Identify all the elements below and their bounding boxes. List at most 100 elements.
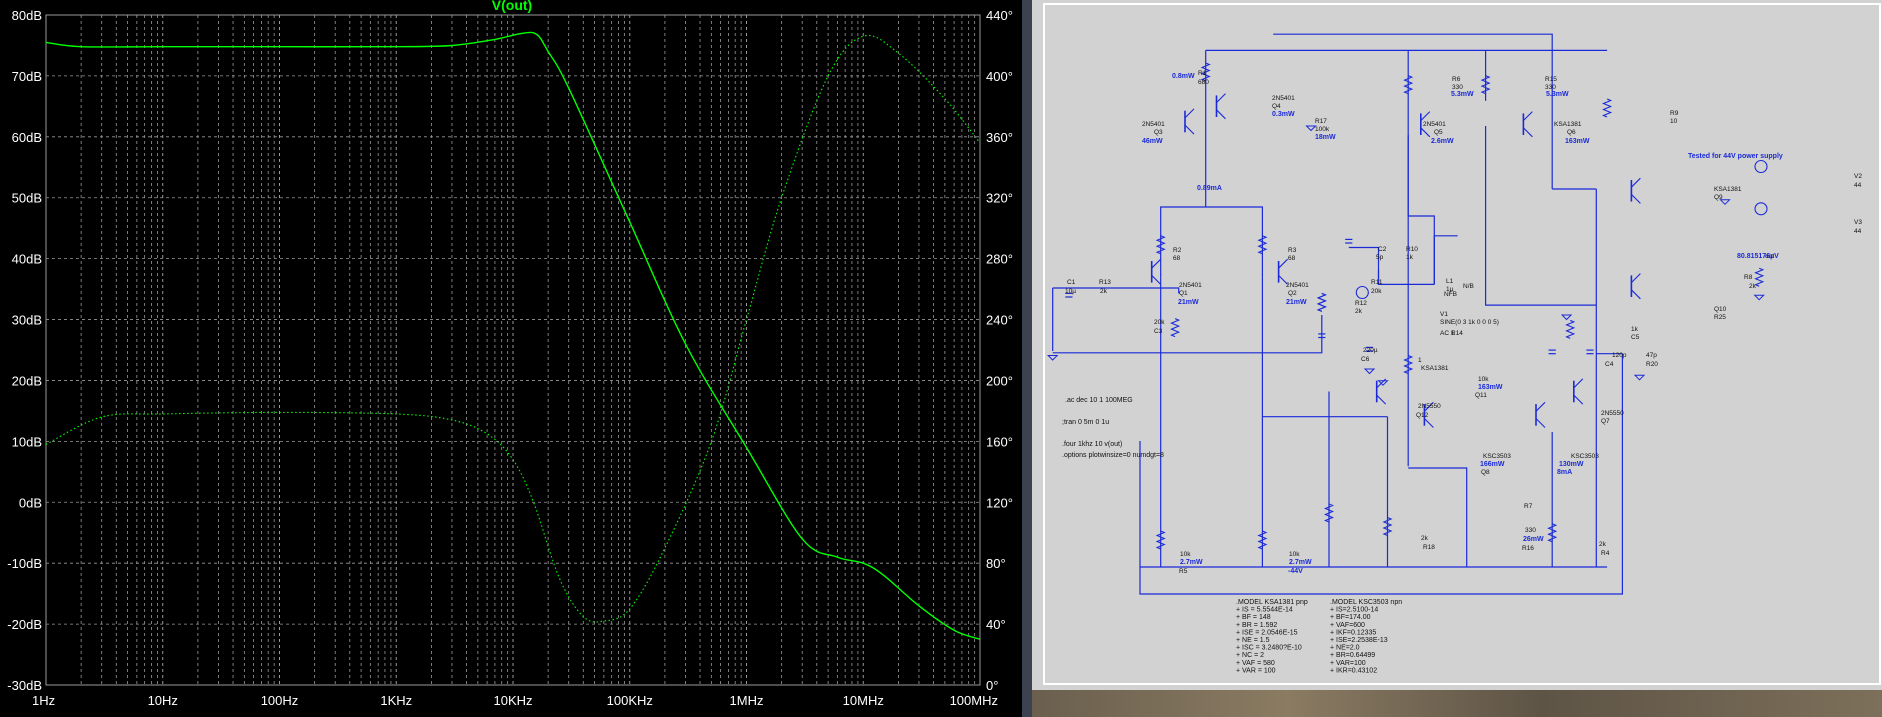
model-npn-line[interactable]: + IKF=0.12335 [1330, 629, 1376, 636]
resistor-symbol[interactable] [1602, 98, 1613, 118]
model-npn-line[interactable]: + ISE=2.2538E-13 [1330, 637, 1388, 644]
schematic-border [1043, 3, 1881, 685]
schematic-label: 10k [1180, 551, 1191, 558]
schematic-label: 5.3mW [1451, 91, 1474, 98]
model-npn-line[interactable]: + IKR=0.43102 [1330, 667, 1377, 674]
schematic-label: R5 [1179, 568, 1188, 575]
magnitude-trace[interactable] [45, 31, 981, 640]
right-axis-tick: 160° [986, 434, 1013, 449]
schematic-label: R10 [1406, 246, 1418, 253]
schematic-label: KSA1381 [1554, 121, 1582, 128]
resistor-symbol[interactable] [1155, 530, 1166, 550]
schematic-label: R2 [1173, 247, 1182, 254]
schematic-label: R13 [1099, 279, 1111, 286]
resistor-symbol[interactable] [1323, 503, 1335, 523]
model-npn-line[interactable]: + BR=0.64499 [1330, 652, 1375, 659]
left-axis-tick: -20dB [7, 617, 42, 632]
x-axis-tick: 100MHz [950, 693, 998, 708]
schematic-label: 68 [1288, 255, 1296, 262]
model-pnp-line[interactable]: + IS = 5.5544E-14 [1236, 607, 1293, 614]
resistor-symbol[interactable] [1155, 235, 1166, 255]
plot-title[interactable]: V(out) [492, 0, 532, 13]
model-pnp-line[interactable]: + NC = 2 [1236, 652, 1264, 659]
resistor-symbol[interactable] [1565, 319, 1576, 339]
ground-symbol [1305, 125, 1317, 132]
v2-source[interactable] [1754, 159, 1768, 174]
schematic-label: R6 [1452, 76, 1461, 83]
schematic-label: 2N5550 [1418, 403, 1441, 410]
resistor-symbol[interactable] [1403, 75, 1414, 95]
spice-directive[interactable]: .four 1khz 10 v(out) [1062, 441, 1122, 448]
schematic-label: R4 [1601, 550, 1610, 557]
resistor-symbol[interactable] [1200, 62, 1211, 82]
v1-source[interactable] [1355, 285, 1369, 300]
schematic-label: 2N5401 [1142, 121, 1165, 128]
right-axis-tick: 280° [986, 252, 1013, 267]
spice-directive[interactable]: .ac dec 10 1 100MEG [1065, 397, 1133, 404]
model-npn-line[interactable]: .MODEL KSC3503 npn [1330, 599, 1402, 606]
schematic-label: L1 [1446, 278, 1454, 285]
spice-directive[interactable]: ;tran 0 5m 0 1u [1062, 419, 1109, 426]
q5-transistor-emitter [1420, 127, 1431, 138]
right-axis-tick: 80° [986, 556, 1006, 571]
resistor-symbol[interactable] [1316, 292, 1327, 312]
schematic-label: 2k [1100, 288, 1108, 295]
model-pnp-line[interactable]: + ISC = 3.2480?E-10 [1236, 645, 1302, 652]
schematic-parts [1046, 62, 1768, 550]
resistor-symbol[interactable] [1480, 75, 1491, 95]
model-npn-line[interactable]: + VAR=100 [1330, 660, 1366, 667]
x-axis-tick: 100Hz [261, 693, 299, 708]
v3-source[interactable] [1754, 202, 1768, 216]
schematic-label: R14 [1451, 330, 1463, 337]
schematic-label: 1k [1406, 254, 1414, 261]
pane-splitter[interactable] [1022, 0, 1032, 717]
spice-directive[interactable]: .options plotwinsize=0 numdgt=8 [1062, 452, 1164, 459]
schematic-label: R18 [1423, 544, 1435, 551]
spice-directives[interactable]: .ac dec 10 1 100MEG ;tran 0 5m 0 1u .four … [1062, 397, 1164, 459]
resistor-symbol[interactable] [1257, 235, 1268, 255]
model-npn-line[interactable]: + BF=174.00 [1330, 614, 1371, 621]
model-pnp-line[interactable]: + ISE = 2.0546E-15 [1236, 629, 1298, 636]
x-axis-tick: 10KHz [493, 693, 532, 708]
schematic-label: 0.8mW [1172, 73, 1195, 80]
model-pnp-line[interactable]: + VAR = 100 [1236, 667, 1276, 674]
schematic-label: KSC3503 [1571, 453, 1599, 460]
schematic-label: 2.7mW [1180, 559, 1203, 566]
schematic-label: out [1765, 253, 1774, 260]
model-npn-line[interactable]: + NE=2.0 [1330, 645, 1360, 652]
bode-plot[interactable]: V(out) 80dB70dB60dB50dB40dB30dB20dB10dB0… [0, 0, 1022, 717]
right-axis-tick: 0° [986, 678, 998, 693]
spice-models[interactable]: .MODEL KSA1381 pnp+ IS = 5.5544E-14+ BF … [1236, 599, 1402, 674]
schematic-label: SINE(0 3 1k 0 0 0 5) [1440, 319, 1499, 326]
left-axis-tick: 20dB [12, 373, 42, 388]
left-axis-tick: -10dB [7, 556, 42, 571]
x-axis-tick: 1Hz [32, 693, 55, 708]
model-pnp-line[interactable]: + NE = 1.5 [1236, 637, 1270, 644]
resistor-symbol[interactable] [1547, 523, 1558, 543]
model-npn-line[interactable]: + VAF=600 [1330, 622, 1365, 629]
schematic-label: Q6 [1567, 129, 1576, 136]
model-pnp-line[interactable]: .MODEL KSA1381 pnp [1236, 599, 1308, 606]
schematic-label: 2N5550 [1601, 410, 1624, 417]
schematic-label: 0.89mA [1197, 185, 1222, 192]
resistor-symbol[interactable] [1382, 516, 1393, 537]
schematic-label: 120p [1612, 352, 1627, 359]
phase-trace[interactable] [45, 34, 981, 623]
wire [1433, 235, 1458, 285]
model-pnp-line[interactable]: + BR = 1.592 [1236, 622, 1277, 629]
model-pnp-line[interactable]: + VAF = 580 [1236, 660, 1275, 667]
resistor-symbol[interactable] [1170, 318, 1181, 338]
schematic-label: 2k [1599, 541, 1607, 548]
model-pnp-line[interactable]: + BF = 148 [1236, 614, 1271, 621]
left-axis-tick: 70dB [12, 69, 42, 84]
resistor-symbol[interactable] [1403, 354, 1414, 375]
resistor-symbol[interactable] [1754, 267, 1765, 287]
q5-transistor-collector [1420, 111, 1431, 121]
q7-transistor-collector [1424, 401, 1434, 412]
resistor-symbol[interactable] [1257, 530, 1268, 550]
model-npn-line[interactable]: + IS=2.5100-14 [1330, 607, 1378, 614]
wire [1052, 315, 1323, 354]
